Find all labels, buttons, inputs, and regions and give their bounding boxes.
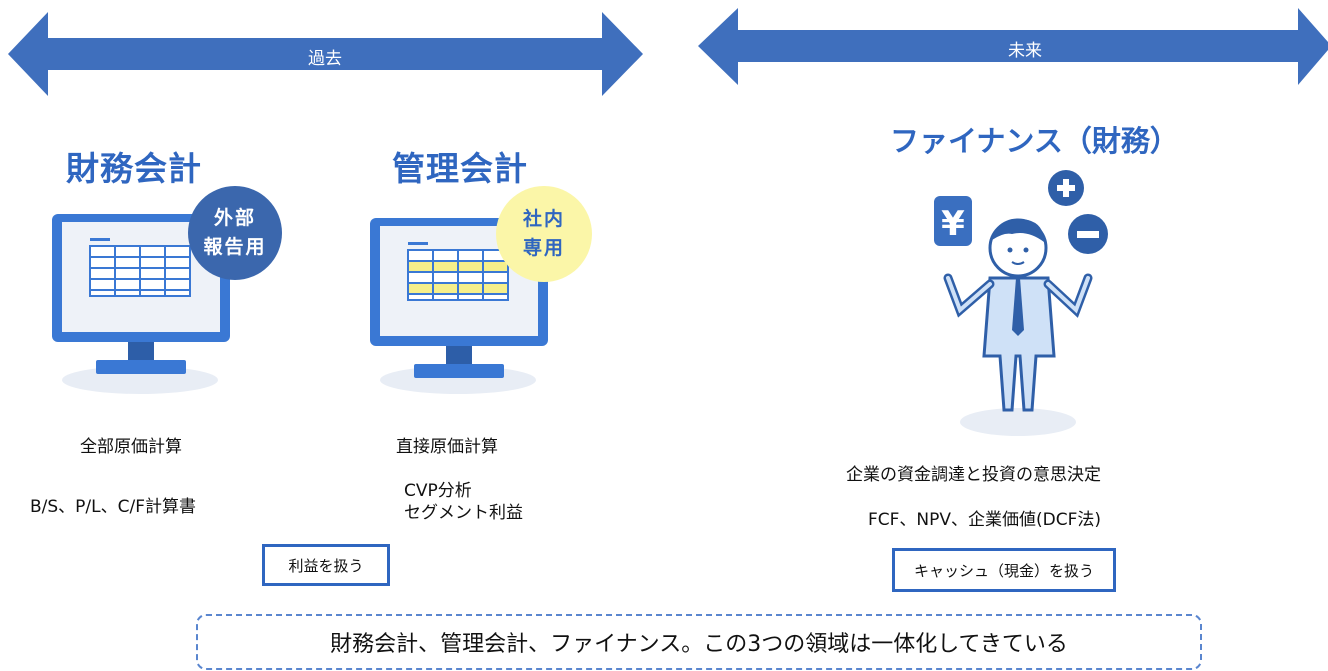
finance-title: ファイナンス（財務） <box>890 124 1179 158</box>
past-arrow <box>8 8 1328 96</box>
finance-metrics-text: FCF、NPV、企業価値(DCF法) <box>868 510 1102 530</box>
badge-line2: 報告用 <box>203 236 267 258</box>
cvp-analysis-text: CVP分析 <box>404 481 472 501</box>
full-costing-text: 全部原価計算 <box>80 437 182 457</box>
svg-text:¥: ¥ <box>941 204 965 244</box>
summary-box: 財務会計、管理会計、ファイナンス。この3つの領域は一体化してきている <box>196 614 1202 670</box>
minus-icon <box>1068 214 1108 254</box>
external-report-badge: 外部 報告用 <box>188 186 282 280</box>
businessman-icon: ¥ <box>934 170 1108 436</box>
direct-costing-text: 直接原価計算 <box>396 437 498 457</box>
badge-line1: 外部 <box>213 207 256 229</box>
management-accounting-title: 管理会計 <box>392 149 528 188</box>
cvp-analysis-block: CVP分析 セグメント利益 <box>404 480 523 524</box>
profit-box: 利益を扱う <box>262 544 390 586</box>
plus-icon <box>1048 170 1084 206</box>
future-label: 未来 <box>1008 41 1042 61</box>
badge-line2: 専用 <box>522 237 565 259</box>
badge-line1: 社内 <box>522 208 565 230</box>
cash-box: キャッシュ（現金）を扱う <box>892 548 1116 592</box>
financial-accounting-title: 財務会計 <box>66 149 202 188</box>
past-label: 過去 <box>308 49 342 69</box>
internal-use-badge: 社内 専用 <box>496 186 592 282</box>
financial-statements-text: B/S、P/L、C/F計算書 <box>30 497 197 517</box>
segment-profit-text: セグメント利益 <box>404 503 523 523</box>
yen-icon: ¥ <box>934 196 972 246</box>
finance-decision-text: 企業の資金調達と投資の意思決定 <box>846 465 1101 485</box>
